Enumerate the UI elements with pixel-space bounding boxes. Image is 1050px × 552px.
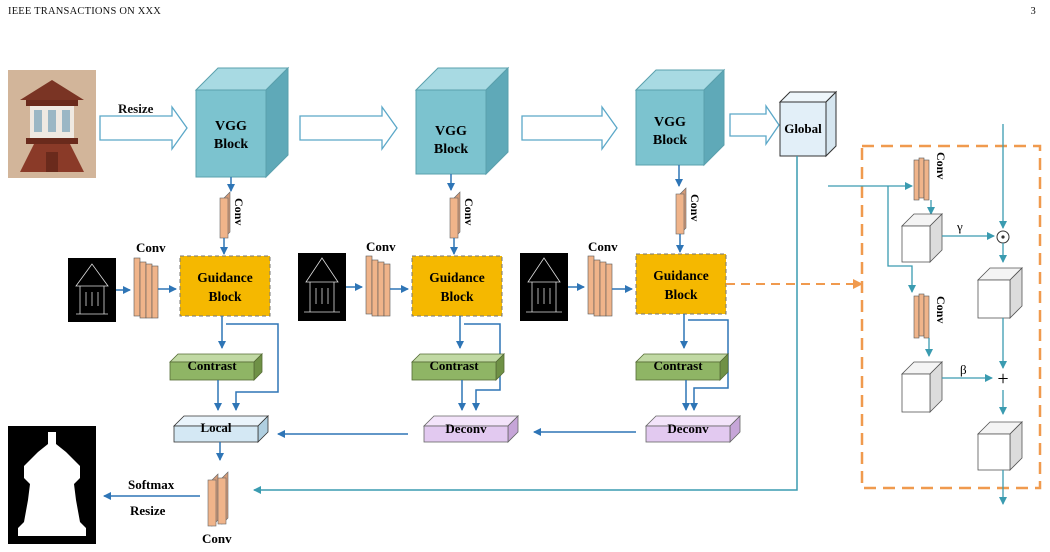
global-label: Global <box>784 121 822 136</box>
edge-image-2 <box>298 253 346 321</box>
deconv-label: Deconv <box>667 421 709 436</box>
hollow-arrow-2 <box>299 104 398 152</box>
vgg-label-line2: Block <box>653 133 687 148</box>
deconv-block-1: Deconv <box>423 415 519 443</box>
vgg-block-2: VGG Block <box>414 66 510 176</box>
guidance-label-line2: Block <box>664 287 697 302</box>
conv-label: Conv <box>688 194 702 221</box>
conv-label: Conv <box>202 531 232 546</box>
deconv-block-2: Deconv <box>645 415 741 443</box>
beta-symbol: β <box>960 362 967 377</box>
vgg-label-line1: VGG <box>435 124 467 139</box>
contrast-label: Contrast <box>187 358 237 373</box>
conv-layer-3: Conv <box>675 187 702 235</box>
hollow-arrow-1 <box>99 104 188 152</box>
conv-stack-3: Conv <box>587 239 618 317</box>
conv-layer-1: Conv <box>219 191 246 239</box>
guidance-to-contrast-arrows <box>218 314 729 411</box>
final-conv-layer: Conv <box>202 471 232 546</box>
contrast-block-1: Contrast <box>169 353 263 381</box>
guidance-block-detail <box>860 144 1042 490</box>
contrast-label: Contrast <box>653 358 703 373</box>
saliency-output-mask <box>8 426 96 544</box>
guidance-label-line1: Guidance <box>429 270 485 285</box>
conv-stack-1: Conv <box>133 240 166 319</box>
softmax-label: Softmax <box>128 477 175 492</box>
vgg-block-3: VGG Block <box>634 68 726 167</box>
resize-label-bottom: Resize <box>130 503 166 518</box>
gamma-symbol: γ <box>956 219 963 234</box>
add-op: + <box>997 368 1008 390</box>
vgg-block-1: VGG Block <box>194 66 290 179</box>
detail-input-lines <box>828 124 1007 293</box>
edge-to-conv-arrows <box>116 283 585 294</box>
detail-conv-beta: Conv <box>913 293 948 339</box>
resize-flow-arrows <box>99 103 780 152</box>
page-number: 3 <box>1030 6 1036 17</box>
output-cuboid <box>977 421 1023 471</box>
input-image <box>8 70 96 178</box>
deconv-label: Deconv <box>445 421 487 436</box>
vgg-label-line2: Block <box>214 137 248 152</box>
global-block: Global <box>778 90 838 158</box>
gamma-cuboid <box>901 213 943 263</box>
vgg-label-line1: VGG <box>654 115 686 130</box>
guidance-block-1: Guidance Block <box>179 255 271 317</box>
running-header: IEEE TRANSACTIONS ON XXX <box>8 6 162 17</box>
conv-label: Conv <box>232 198 246 225</box>
local-label: Local <box>200 420 231 435</box>
hollow-arrow-4 <box>729 103 780 147</box>
guidance-label-line1: Guidance <box>653 268 709 283</box>
detail-conv-gamma: Conv <box>913 152 948 201</box>
guidance-block-2: Guidance Block <box>411 255 503 317</box>
contrast-to-next-arrows <box>214 380 690 411</box>
conv-layer-2: Conv <box>449 191 476 239</box>
contrast-block-2: Contrast <box>411 353 505 381</box>
resize-label-top: Resize <box>118 101 154 116</box>
contrast-block-3: Contrast <box>635 353 729 381</box>
contrast-label: Contrast <box>429 358 479 373</box>
guidance-block-3: Guidance Block <box>635 253 727 315</box>
edge-image-1 <box>68 258 116 322</box>
conv-label: Conv <box>934 152 948 179</box>
vgg-label-line1: VGG <box>215 119 247 134</box>
deconv-chain-arrows <box>216 428 636 461</box>
conv-label: Conv <box>934 296 948 323</box>
beta-cuboid <box>901 361 943 413</box>
conv-stack-2: Conv <box>365 239 396 317</box>
guidance-label-line1: Guidance <box>197 270 253 285</box>
guidance-label-line2: Block <box>208 289 241 304</box>
local-block: Local <box>173 415 269 443</box>
conv-to-guidance-arrows <box>220 234 684 255</box>
guidance-label-line2: Block <box>440 289 473 304</box>
cuboid-after-multiply <box>977 267 1023 319</box>
conv-label: Conv <box>588 239 618 254</box>
vgg-label-line2: Block <box>434 142 468 157</box>
hadamard-dot <box>1001 235 1005 239</box>
conv-label: Conv <box>136 240 166 255</box>
global-to-conv-line <box>253 156 798 494</box>
hollow-arrow-3 <box>521 104 618 152</box>
conv-label: Conv <box>462 198 476 225</box>
vgg-to-conv-arrows <box>227 165 683 192</box>
edge-image-3 <box>520 253 568 321</box>
conv-label: Conv <box>366 239 396 254</box>
